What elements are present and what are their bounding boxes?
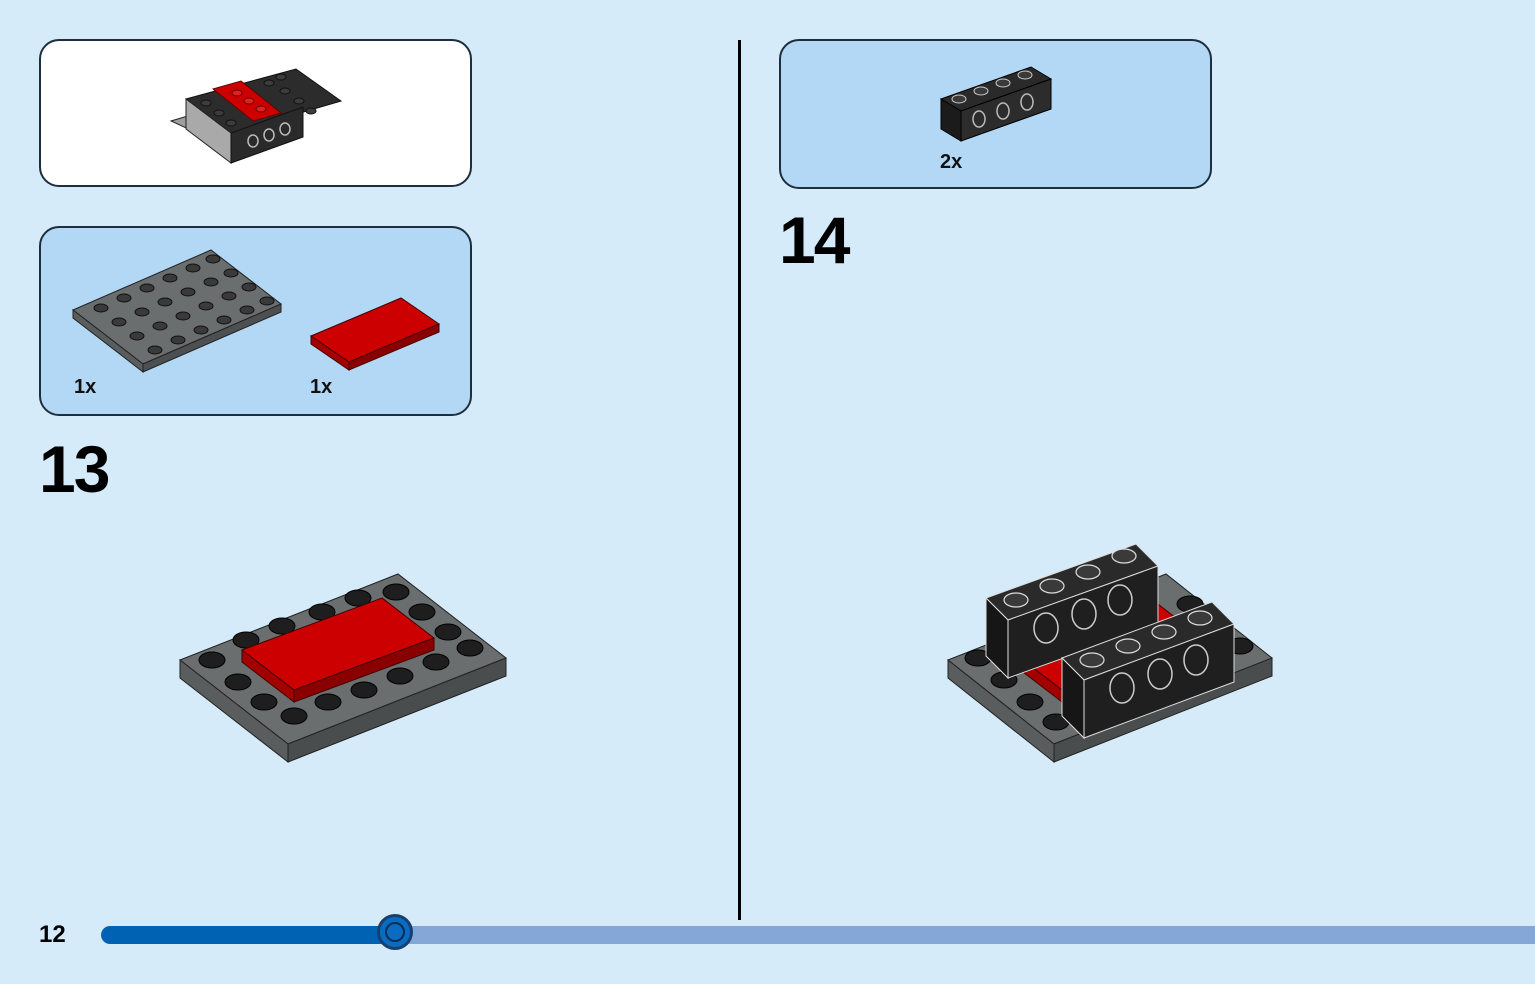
step-number-13: 13 xyxy=(39,432,110,506)
step14-parts-panel: 2x xyxy=(779,39,1212,189)
subassembly-preview-panel xyxy=(39,39,472,187)
step13-parts-images xyxy=(72,249,441,374)
page-number: 12 xyxy=(39,921,66,948)
step14-parts-images xyxy=(939,66,1053,142)
part-qty-technic-brick: 2x xyxy=(940,151,963,173)
progress-indicator-knob xyxy=(376,914,413,950)
step13-parts-panel: 1x 1x xyxy=(39,226,472,416)
subassembly-preview-image xyxy=(169,68,343,165)
part-qty-plate: 1x xyxy=(74,376,97,398)
part-qty-tile: 1x xyxy=(310,376,333,398)
dark-gray-plate-image xyxy=(72,249,282,374)
progress-bar-track xyxy=(101,926,1535,944)
step14-build-image xyxy=(947,543,1273,764)
progress-bar-fill xyxy=(101,926,399,944)
step13-build-image xyxy=(179,573,507,764)
step-number-14: 14 xyxy=(779,203,850,277)
red-tile-image xyxy=(309,297,441,371)
black-technic-brick-image xyxy=(939,66,1053,142)
page-divider xyxy=(738,40,741,920)
